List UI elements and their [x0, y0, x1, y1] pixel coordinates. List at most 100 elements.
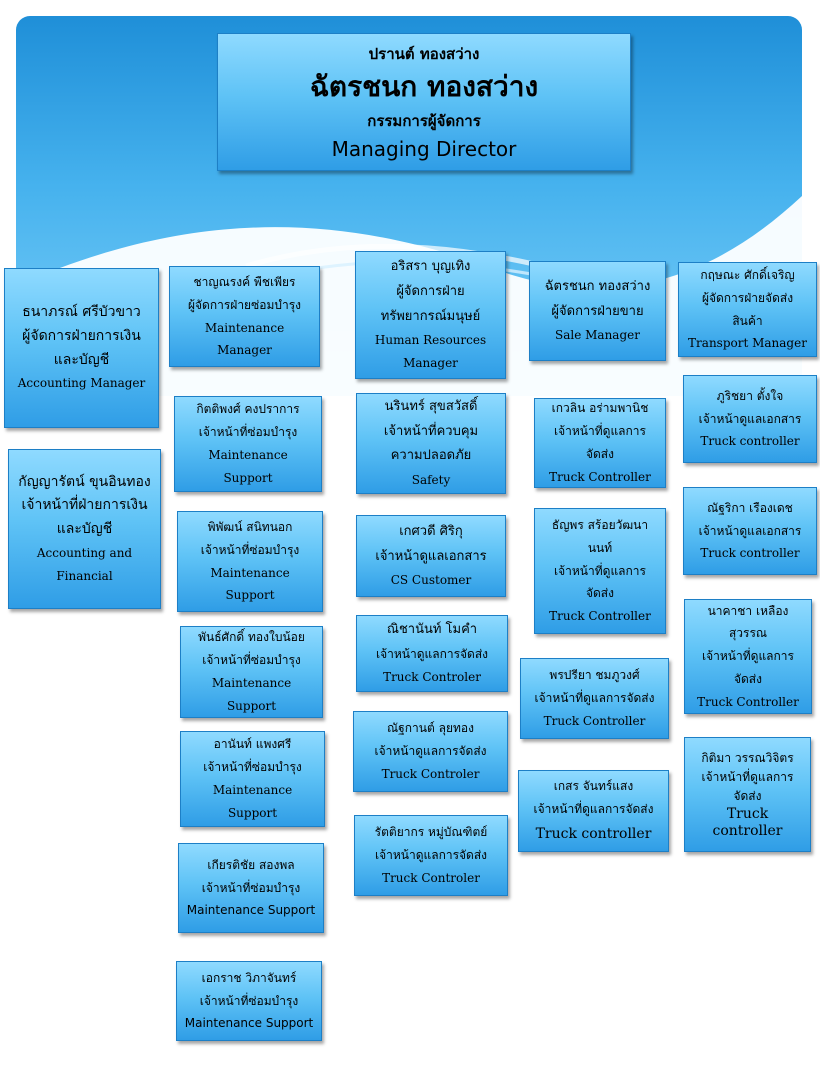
card-line: เอกราช วิภาจันทร์ — [201, 970, 297, 985]
card-line: ภูริชยา ตั้งใจ — [716, 388, 784, 403]
card-acc-manager[interactable]: ธนาภรณ์ ศรีบัวขาว ผู้จัดการฝ่ายการเงิน แ… — [4, 268, 159, 428]
card-line: จัดส่ง — [733, 671, 762, 686]
card-line: พิพัฒน์ สนิทนอก — [207, 519, 293, 534]
card-truck-c3[interactable]: รัตติยากร หมู่บัณฑิตย์ เจ้าหน้าดูแลการจั… — [354, 815, 508, 896]
card-truck-t2[interactable]: ณัฐริกา เรืองเดช เจ้าหน้าดูแลเอกสาร Truc… — [683, 487, 817, 575]
card-maint-3[interactable]: พันธ์ศักดิ์ ทองใบน้อย เจ้าหน้าที่ซ่อมบำร… — [180, 626, 323, 718]
card-line: เจ้าหน้าดูแลเอกสาร — [698, 411, 802, 426]
card-line: เกศวดี ศิริกุ — [399, 523, 463, 539]
card-hr-manager[interactable]: อริสรา บุญเทิง ผู้จัดการฝ่าย ทรัพยากรณ์ม… — [355, 251, 506, 379]
card-line: เกสร จันทร์แสง — [553, 778, 634, 793]
card-line: พันธ์ศักดิ์ ทองใบน้อย — [198, 630, 305, 645]
card-line: นาคาชา เหลือง — [707, 603, 789, 618]
card-line: ฉัตรชนก ทองสว่าง — [544, 278, 651, 294]
card-line: ชาญณรงค์ พืชเพียร — [193, 274, 296, 289]
managing-director-card[interactable]: ปรานต์ ทองสว่าง ฉัตรชนก ทองสว่าง กรรมการ… — [217, 33, 631, 171]
card-line: เกวลิน อร่ามพานิช — [551, 401, 649, 416]
card-line: Maintenance Support — [186, 903, 316, 918]
card-line: ธัญพร สร้อยวัฒนา — [551, 518, 649, 532]
card-maint-6[interactable]: เอกราช วิภาจันทร์ เจ้าหน้าที่ซ่อมบำรุง M… — [176, 961, 322, 1041]
card-line: Maintenance — [210, 565, 290, 580]
card-sale-manager[interactable]: ฉัตรชนก ทองสว่าง ผู้จัดการฝ่ายขาย Sale M… — [529, 261, 666, 361]
card-line: เจ้าหน้าที่ดูแลการ — [702, 649, 794, 664]
card-line: เจ้าหน้าที่ซ่อมบำรุง — [200, 542, 300, 557]
card-line: เจ้าหน้าที่ซ่อมบำรุง — [199, 993, 299, 1008]
card-maint-1[interactable]: กิตติพงศ์ คงปราการ เจ้าหน้าที่ซ่อมบำรุง … — [174, 396, 322, 492]
card-line: สินค้า — [732, 313, 763, 328]
card-safety[interactable]: นรินทร์ สุขสวัสดิ์ เจ้าหน้าที่ควบคุม ควา… — [356, 393, 506, 494]
card-line: และบัญชี — [53, 351, 110, 368]
card-line: Maintenance Support — [184, 1016, 314, 1031]
card-line: Support — [227, 805, 278, 820]
card-line: Support — [225, 588, 275, 603]
card-truck-c2[interactable]: ณัฐกานต์ ลุยทอง เจ้าหน้าดูแลการจัดส่ง Tr… — [353, 711, 508, 792]
card-line: เจ้าหน้าที่ซ่อมบำรุง — [201, 880, 301, 895]
card-line: เจ้าหน้าที่ซ่อมบำรุง — [203, 760, 302, 775]
card-line: Financial — [56, 568, 113, 583]
card-line: Truck Controller — [549, 469, 651, 484]
card-line: Maintenance — [212, 783, 293, 797]
card-line: ณิชานันท์ โมคำ — [386, 622, 478, 638]
md-prefix-name: ปรานต์ ทองสว่าง — [368, 44, 480, 63]
card-line: เจ้าหน้าที่ควบคุม — [383, 423, 479, 439]
card-line: ณัฐริกา เรืองเดช — [707, 500, 793, 515]
card-maint-manager[interactable]: ชาญณรงค์ พืชเพียร ผู้จัดการฝ่ายซ่อมบำรุง… — [169, 266, 320, 367]
card-line: อานันท์ แพงศรี — [213, 737, 292, 752]
card-line: เจ้าหน้าที่ซ่อมบำรุง — [198, 425, 298, 440]
card-truck-t3[interactable]: นาคาชา เหลือง สุวรรณ เจ้าหน้าที่ดูแลการ … — [684, 599, 812, 714]
card-line: กฤษณะ ศักดิ์เจริญ — [700, 267, 795, 282]
card-cs-customer[interactable]: เกศวดี ศิริกุ เจ้าหน้าดูแลเอกสาร CS Cust… — [356, 515, 506, 597]
card-line: controller — [712, 823, 783, 840]
card-line: เจ้าหน้าที่ดูแลการ — [554, 424, 646, 439]
card-line: Manager — [217, 343, 272, 358]
card-line: และบัญชี — [56, 521, 113, 538]
card-line: อริสรา บุญเทิง — [390, 259, 471, 275]
card-line: Truck Controler — [383, 669, 481, 684]
card-line: Maintenance — [211, 676, 292, 690]
card-line: เกียรติชัย สองพล — [207, 857, 295, 872]
card-line: สุวรรณ — [728, 626, 768, 641]
card-line: Accounting Manager — [17, 376, 146, 391]
card-truck-t1[interactable]: ภูริชยา ตั้งใจ เจ้าหน้าดูแลเอกสาร Truck … — [683, 375, 817, 463]
card-truck-s3[interactable]: พรปรียา ชมภูวงศ์ เจ้าหน้าที่ดูแลการจัดส่… — [520, 658, 669, 739]
card-line: รัตติยากร หมู่บัณฑิตย์ — [374, 825, 488, 840]
card-maint-5[interactable]: เกียรติชัย สองพล เจ้าหน้าที่ซ่อมบำรุง Ma… — [178, 843, 324, 933]
card-line: จัดส่ง — [733, 789, 762, 804]
card-line: ทรัพยากรณ์มนุษย์ — [380, 308, 481, 324]
card-line: เจ้าหน้าที่ดูแลการจัดส่ง — [534, 691, 655, 706]
card-line: Truck Controler — [382, 870, 480, 885]
card-line: จัดส่ง — [585, 586, 614, 601]
card-line: Transport Manager — [688, 336, 807, 351]
card-line: พรปรียา ชมภูวงศ์ — [549, 668, 640, 683]
card-line: CS Customer — [390, 573, 472, 588]
card-line: Maintenance — [204, 320, 285, 335]
card-truck-s1[interactable]: เกวลิน อร่ามพานิช เจ้าหน้าที่ดูแลการ จัด… — [534, 398, 666, 488]
card-maint-4[interactable]: อานันท์ แพงศรี เจ้าหน้าที่ซ่อมบำรุง Main… — [180, 731, 325, 827]
card-maint-2[interactable]: พิพัฒน์ สนิทนอก เจ้าหน้าที่ซ่อมบำรุง Mai… — [177, 511, 323, 612]
card-line: เจ้าหน้าดูแลเอกสาร — [375, 548, 487, 564]
card-line: เจ้าหน้าที่ฝ่ายการเงิน — [21, 497, 148, 514]
card-truck-s2[interactable]: ธัญพร สร้อยวัฒนา นนท์ เจ้าหน้าที่ดูแลการ… — [534, 508, 666, 634]
card-line: ธนาภรณ์ ศรีบัวขาว — [22, 303, 141, 320]
card-line: Truck controller — [700, 546, 800, 561]
card-acc-financial[interactable]: กัญญารัตน์ ขุนอินทอง เจ้าหน้าที่ฝ่ายการเ… — [8, 449, 161, 609]
md-role-th: กรรมการผู้จัดการ — [367, 111, 481, 130]
card-line: Manager — [403, 356, 458, 371]
card-truck-t4[interactable]: กิติมา วรรณวิจิตร เจ้าหน้าที่ดูแลการ จัด… — [684, 737, 811, 852]
card-truck-c1[interactable]: ณิชานันท์ โมคำ เจ้าหน้าดูแลการจัดส่ง Tru… — [356, 615, 508, 692]
card-line: Maintenance — [208, 448, 288, 462]
card-truck-s4[interactable]: เกสร จันทร์แสง เจ้าหน้าที่ดูแลการจัดส่ง … — [518, 770, 669, 852]
card-line: กัญญารัตน์ ขุนอินทอง — [18, 473, 151, 490]
card-line: Support — [226, 698, 277, 713]
card-line: เจ้าหน้าดูแลการจัดส่ง — [374, 848, 488, 863]
card-line: Safety — [411, 473, 451, 488]
md-name: ฉัตรชนก ทองสว่าง — [309, 69, 539, 103]
card-line: Accounting and — [36, 545, 133, 560]
card-line: เจ้าหน้าดูแลเอกสาร — [698, 523, 802, 538]
card-transport-manager[interactable]: กฤษณะ ศักดิ์เจริญ ผู้จัดการฝ่ายจัดส่ง สิ… — [678, 262, 817, 357]
card-line: Truck Controller — [549, 609, 651, 624]
card-line: ณัฐกานต์ ลุยทอง — [387, 721, 474, 736]
md-role-en: Managing Director — [331, 136, 517, 161]
card-line: เจ้าหน้าที่ดูแลการ — [701, 770, 794, 785]
card-line: เจ้าหน้าที่ดูแลการจัดส่ง — [533, 801, 654, 816]
